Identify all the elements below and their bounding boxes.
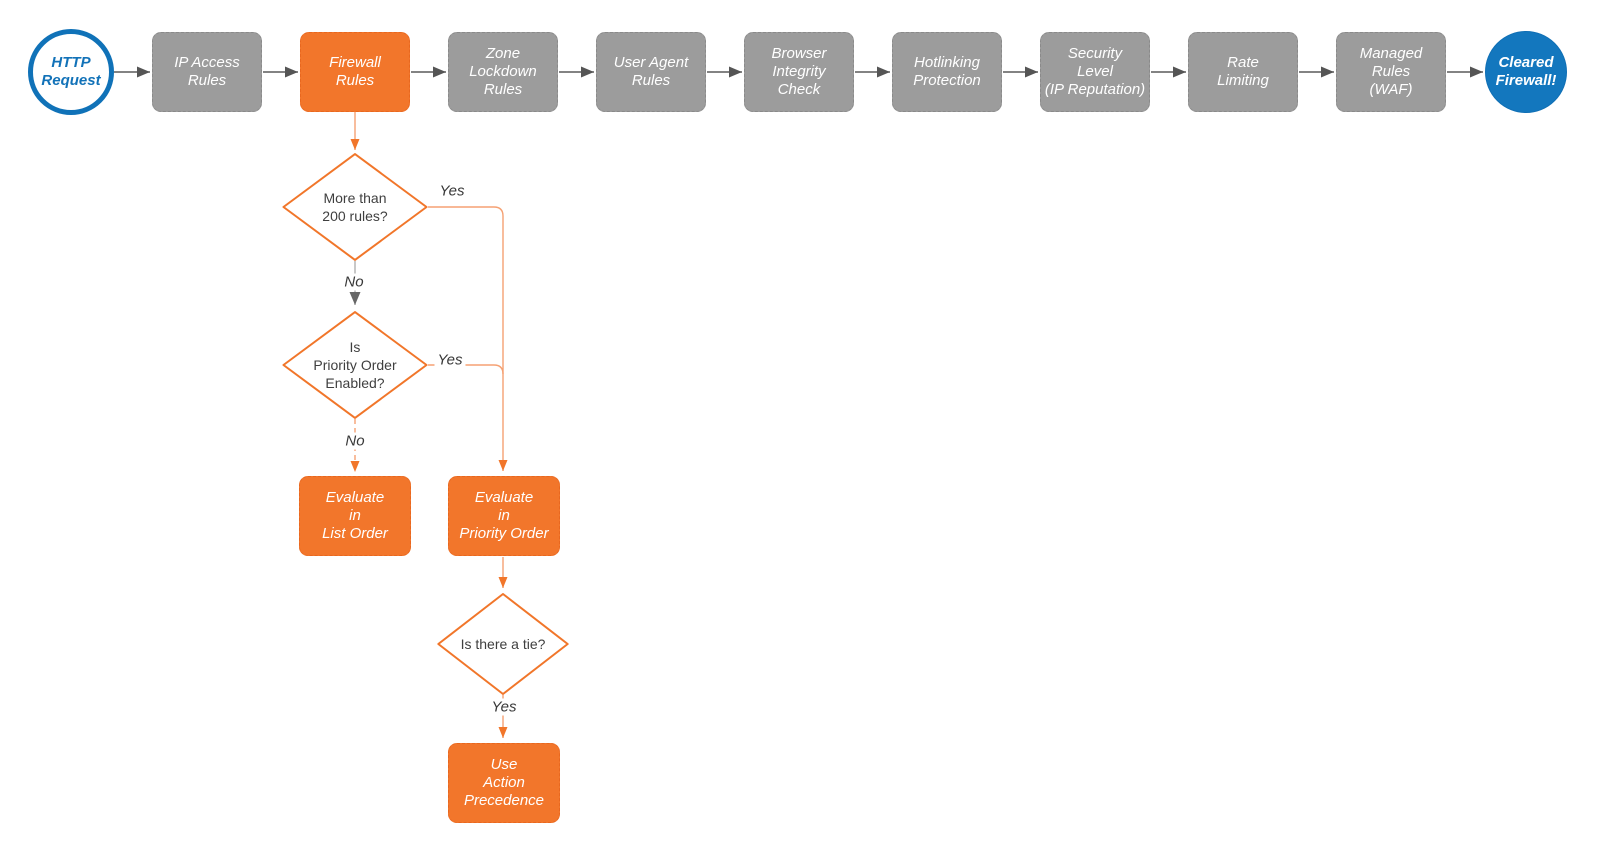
edge-yes1-to-priority-order (428, 206, 508, 471)
step-user-agent-rules: User Agent Rules (596, 32, 706, 112)
end-label: Cleared Firewall! (1495, 54, 1557, 89)
decision-flow-connectors (350, 112, 508, 738)
step-hotlinking-protection: Hotlinking Protection (892, 32, 1002, 112)
step-zone-lockdown-rules: Zone Lockdown Rules (448, 32, 558, 112)
step-firewall-rules: Firewall Rules (300, 32, 410, 112)
step-rate-limiting: Rate Limiting (1188, 32, 1298, 112)
decision-priority-order-enabled: Is Priority Order Enabled? (282, 311, 428, 419)
step-managed-rules-waf: Managed Rules (WAF) (1336, 32, 1446, 112)
edge-label-yes-3: Yes (488, 698, 520, 716)
step-ip-access-rules: IP Access Rules (152, 32, 262, 112)
diamond-shape (437, 593, 569, 695)
diamond-shape (282, 311, 428, 419)
outcome-evaluate-in-list-order: Evaluate in List Order (299, 476, 411, 556)
outcome-evaluate-in-priority-order: Evaluate in Priority Order (448, 476, 560, 556)
decision-is-there-a-tie: Is there a tie? (437, 593, 569, 695)
start-label: HTTP Request (41, 54, 101, 89)
edge-label-no-1: No (341, 273, 367, 291)
edge-label-yes-2: Yes (434, 351, 466, 369)
edge-label-yes-1: Yes (436, 182, 468, 200)
outcome-use-action-precedence: Use Action Precedence (448, 743, 560, 823)
decision-label: More than 200 rules? (322, 190, 388, 224)
decision-label: Is Priority Order Enabled? (313, 339, 397, 391)
edge-label-no-2: No (342, 432, 368, 450)
step-browser-integrity-check: Browser Integrity Check (744, 32, 854, 112)
step-security-level: Security Level (IP Reputation) (1040, 32, 1150, 112)
diamond-shape (282, 153, 428, 261)
edge-yes2-merge (428, 364, 504, 375)
end-node-cleared-firewall: Cleared Firewall! (1485, 31, 1567, 113)
decision-label: Is there a tie? (460, 636, 546, 652)
start-node-http-request: HTTP Request (28, 29, 114, 115)
decision-more-than-200-rules: More than 200 rules? (282, 153, 428, 261)
